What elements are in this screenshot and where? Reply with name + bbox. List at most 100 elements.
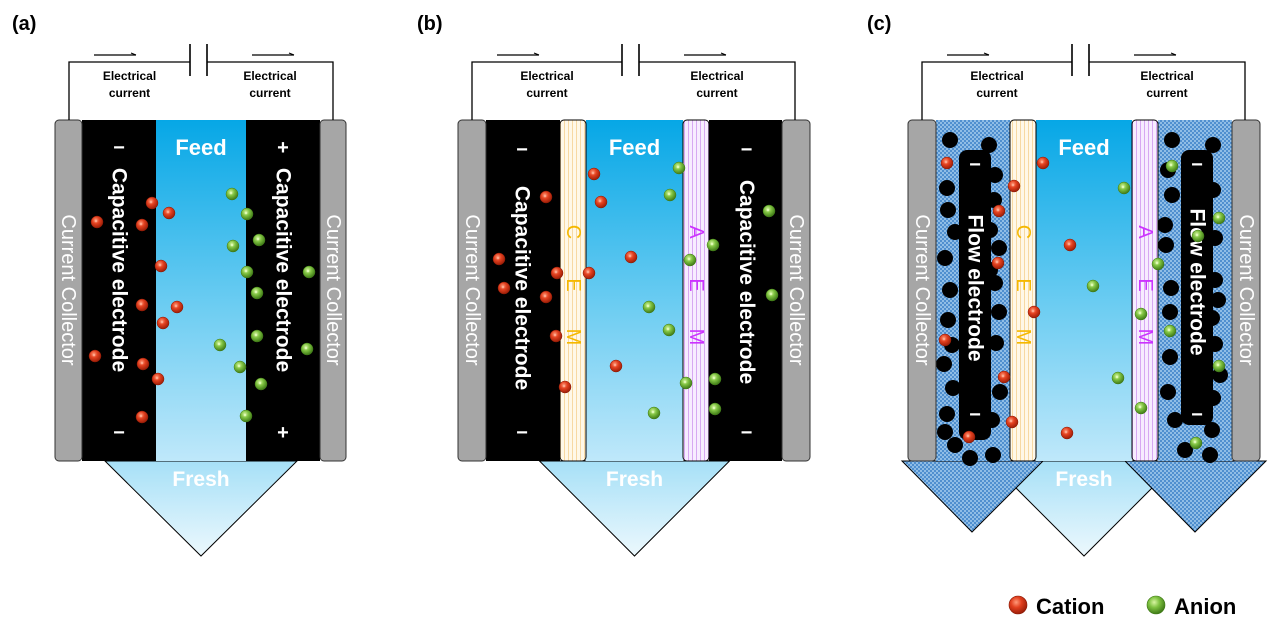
ion-highlight: [1167, 328, 1171, 332]
ion-highlight: [543, 194, 547, 198]
carbon-particle: [1162, 304, 1178, 320]
anion-exchange-membrane: [682, 119, 710, 462]
anion-ion: [250, 329, 264, 343]
cation-ion: [154, 259, 168, 273]
anion-ion: [1191, 229, 1205, 243]
carbon-particle: [1157, 217, 1173, 233]
cation-ion: [992, 204, 1006, 218]
cation-ion: [624, 250, 638, 264]
anion-ion: [708, 372, 722, 386]
current-label-left: current: [526, 86, 567, 100]
cation-ion: [991, 256, 1005, 270]
ion-highlight: [1001, 374, 1005, 378]
carbon-particle: [1202, 447, 1218, 463]
ion-highlight: [1067, 242, 1071, 246]
anion-ion: [254, 377, 268, 391]
electrode-label-right: Capacitive electrode: [272, 168, 295, 372]
carbon-particle: [1160, 384, 1176, 400]
cation-ion: [962, 430, 976, 444]
electrode-label-left: Capacitive electrode: [108, 168, 131, 372]
ion-highlight: [256, 237, 260, 241]
cation-exchange-membrane: [559, 119, 587, 462]
anion-ion: [672, 161, 686, 175]
ion-highlight: [554, 270, 558, 274]
carbon-particle: [1162, 349, 1178, 365]
polarity-sign-left: −: [516, 422, 528, 444]
carbon-particle: [985, 447, 1001, 463]
aem-letter: M: [685, 329, 707, 346]
anion-ion: [647, 406, 661, 420]
electrode-label-left: Capacitive electrode: [511, 186, 534, 390]
cem-letter: E: [1012, 278, 1034, 291]
arrow-head-icon: [533, 52, 540, 56]
carbon-particle: [936, 356, 952, 372]
anion-ion: [1212, 359, 1226, 373]
arrow-head-icon: [720, 52, 727, 56]
wire-right: [207, 61, 334, 120]
cation-ion: [135, 410, 149, 424]
ion-highlight: [1195, 233, 1199, 237]
carbon-particle: [988, 335, 1004, 351]
ion-highlight: [562, 384, 566, 388]
current-label-left: current: [976, 86, 1017, 100]
ion-highlight: [1169, 163, 1173, 167]
carbon-particle: [1204, 422, 1220, 438]
arrow-head-icon: [288, 52, 295, 56]
anion-ion: [1189, 436, 1203, 450]
electrode-label-right: Flow electrode: [1186, 208, 1209, 355]
aem-letter: A: [1134, 225, 1156, 239]
polarity-sign-right: +: [277, 422, 289, 444]
ion-highlight: [304, 346, 308, 350]
ion-highlight: [966, 434, 970, 438]
polarity-sign-left: −: [969, 154, 981, 176]
ion-highlight: [996, 208, 1000, 212]
cem-letter: M: [562, 329, 584, 346]
cation-ion: [1060, 426, 1074, 440]
polarity-sign-right: −: [1191, 154, 1203, 176]
cation-ion: [90, 215, 104, 229]
legend-cation-marker: [1008, 595, 1028, 615]
electrode-label-right: Capacitive electrode: [735, 180, 758, 384]
polarity-sign-left: −: [516, 139, 528, 161]
ion-highlight: [1121, 185, 1125, 189]
cation-ion: [549, 329, 563, 343]
carbon-particle: [942, 282, 958, 298]
ion-highlight: [553, 333, 557, 337]
anion-ion: [706, 238, 720, 252]
carbon-particle: [1163, 280, 1179, 296]
carbon-particle: [945, 380, 961, 396]
current-label-right: current: [1146, 86, 1187, 100]
current-label-right: Electrical: [1140, 69, 1193, 83]
ion-highlight: [94, 219, 98, 223]
ion-highlight: [1009, 419, 1013, 423]
wire-left: [921, 61, 1072, 120]
ion-highlight: [1216, 215, 1220, 219]
cation-ion: [136, 357, 150, 371]
ion-highlight: [667, 192, 671, 196]
collector-label-left: Current Collector: [911, 214, 933, 366]
polarity-sign-right: −: [1191, 404, 1203, 426]
cation-ion: [492, 252, 506, 266]
cation-ion: [539, 190, 553, 204]
wire-right: [639, 61, 796, 120]
wire-left: [68, 61, 190, 120]
collector-label-left: Current Collector: [57, 214, 79, 366]
collector-label-right: Current Collector: [785, 214, 807, 366]
ion-highlight: [174, 304, 178, 308]
ion-highlight: [676, 165, 680, 169]
cem-letter: C: [562, 225, 584, 239]
anion-ion: [239, 409, 253, 423]
carbon-particle: [981, 137, 997, 153]
anion-ion: [302, 265, 316, 279]
ion-highlight: [496, 256, 500, 260]
anion-ion: [1086, 279, 1100, 293]
anion-ion: [1134, 307, 1148, 321]
anion-ion: [233, 360, 247, 374]
current-label-right: current: [249, 86, 290, 100]
polarity-sign-right: +: [277, 137, 289, 159]
